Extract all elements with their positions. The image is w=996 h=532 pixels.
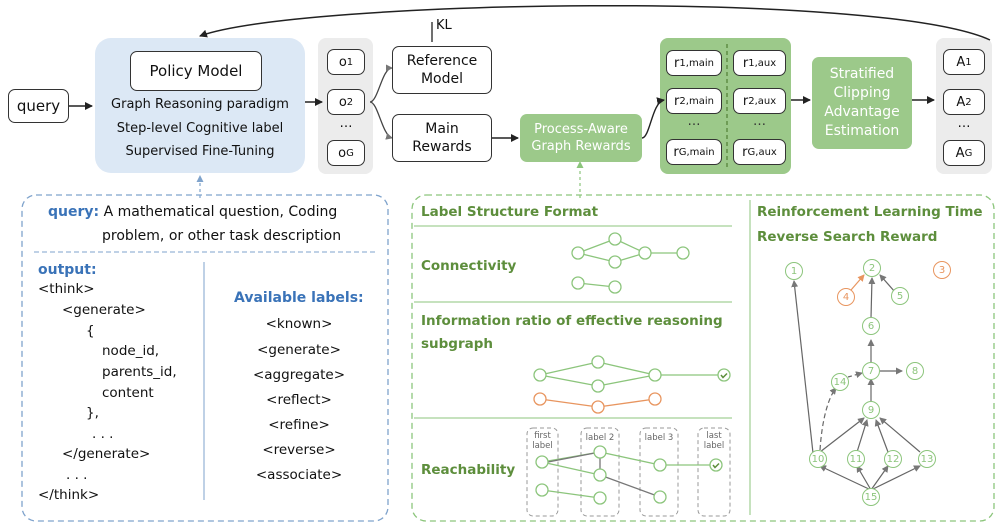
tree-node-9: 9 — [862, 401, 880, 419]
available-labels-title: Available labels: — [234, 290, 364, 306]
tree-node-5: 5 — [891, 287, 909, 305]
tree-node-10: 10 — [809, 450, 827, 468]
reach-col-label-2: label 2 — [585, 433, 615, 443]
query-description: query: A mathematical question, Coding — [48, 204, 338, 220]
rl-title-line-2: Reverse Search Reward — [757, 229, 938, 245]
output-line-brace-open: { — [86, 323, 95, 339]
label-known: <known> — [265, 316, 333, 332]
tree-node-6: 6 — [862, 317, 880, 335]
label-refine: <refine> — [268, 417, 330, 433]
reachability-columns — [526, 427, 731, 517]
rl-title: Reinforcement Learning Time — [757, 204, 983, 220]
reward-main-ellipsis: … — [687, 114, 701, 129]
information-ratio-graph — [533, 355, 731, 414]
label-reflect: <reflect> — [266, 392, 332, 408]
policy-line-3: Supervised Fine-Tuning — [125, 144, 275, 159]
output-line-generate-close: </generate> — [62, 446, 151, 462]
kl-label: KL — [436, 18, 452, 33]
label-reverse: <reverse> — [262, 442, 336, 458]
output-line-ellipsis-2: . . . — [66, 467, 88, 483]
right-panel-border — [411, 194, 995, 522]
output-line-ellipsis-1: . . . — [92, 426, 114, 442]
output-line-parents-id: parents_id, — [102, 364, 177, 380]
tree-node-12: 12 — [884, 450, 902, 468]
tree-node-13: 13 — [918, 450, 936, 468]
policy-line-1: Graph Reasoning paradigm — [111, 97, 289, 112]
label-structure-format-title: Label Structure Format — [421, 204, 599, 220]
tree-node-15: 15 — [862, 488, 880, 506]
output-ellipsis: … — [339, 116, 353, 131]
tree-node-4: 4 — [837, 288, 855, 306]
query-box: query — [8, 89, 69, 123]
tree-node-1: 1 — [785, 262, 803, 280]
tree-node-2: 2 — [863, 259, 881, 277]
policy-line-2: Step-level Cognitive label — [116, 121, 284, 136]
reward-aux-ellipsis: … — [753, 114, 766, 129]
output-line-node-id: node_id, — [102, 343, 160, 359]
information-ratio-title-line-2: subgraph — [421, 336, 494, 352]
output-line-content: content — [102, 385, 154, 401]
output-line-generate-open: <generate> — [62, 302, 146, 318]
label-associate: <associate> — [255, 467, 343, 483]
output-line-brace-close: }, — [86, 405, 99, 421]
label-aggregate: <aggregate> — [252, 367, 346, 383]
tree-node-8: 8 — [906, 362, 924, 380]
policy-model-box: Policy Model — [130, 51, 262, 91]
information-ratio-title: Information ratio of effective reasoning — [421, 313, 723, 329]
query-description-line-2: problem, or other task description — [102, 228, 342, 244]
kl-loop-arrow — [199, 4, 991, 41]
tree-node-11: 11 — [847, 450, 865, 468]
output-line-think-open: <think> — [38, 281, 95, 297]
tree-node-14: 14 — [831, 373, 849, 391]
tree-node-7: 7 — [862, 362, 880, 380]
reachability-title: Reachability — [421, 462, 516, 478]
reach-col-label-3: label 3 — [644, 433, 674, 443]
label-generate: <generate> — [257, 342, 341, 358]
connectivity-title: Connectivity — [421, 258, 517, 274]
output-label: output: — [38, 262, 97, 278]
reachability-graph — [535, 445, 723, 505]
connectivity-graph — [571, 232, 690, 294]
output-line-think-close: </think> — [38, 487, 100, 503]
advantage-ellipsis: … — [957, 116, 971, 131]
tree-node-3: 3 — [933, 261, 951, 279]
